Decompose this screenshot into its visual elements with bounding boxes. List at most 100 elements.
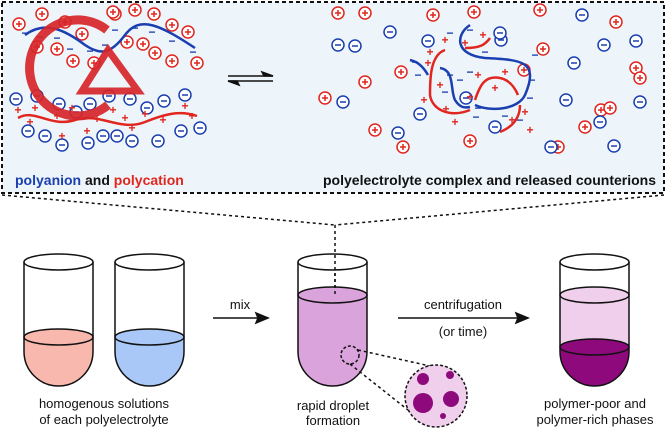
anion-counterion-icon [413, 107, 427, 121]
right-caption: polyelectrolyte complex and released cou… [323, 172, 656, 188]
cation-counterion-icon [50, 42, 64, 56]
negative-charge: − [441, 85, 448, 99]
positive-charge: + [474, 68, 481, 82]
cation-counterion-icon [368, 123, 382, 137]
cation-counterion-icon [165, 18, 179, 32]
positive-charge: + [521, 105, 528, 119]
anion-counterion-icon [421, 34, 435, 48]
positive-charge: + [442, 102, 449, 116]
positive-charge: + [466, 90, 473, 104]
positive-charge: + [109, 103, 116, 117]
cation-counterion-icon [165, 54, 179, 68]
centrifugation-arrow [398, 311, 530, 325]
negative-charge: − [148, 25, 155, 39]
positive-charge: + [420, 93, 427, 107]
positive-charge: + [526, 123, 533, 137]
anion-counterion-icon [629, 34, 643, 48]
positive-charge: + [426, 45, 433, 59]
positive-charge: + [26, 115, 33, 129]
centrifugation-label: centrifugation [424, 297, 502, 312]
time-label: (or time) [439, 324, 487, 339]
positive-charge: + [68, 101, 75, 115]
cation-counterion-icon [181, 25, 195, 39]
positive-charge: + [501, 65, 508, 79]
positive-charge: + [441, 33, 448, 47]
left-caption: polyanion and polycation [15, 172, 184, 188]
anion-counterion-icon [38, 129, 52, 143]
anion-counterion-icon [193, 121, 207, 135]
positive-charge: + [508, 113, 515, 127]
negative-charge: − [53, 31, 60, 45]
anion-counterion-icon [174, 124, 188, 138]
phases-caption-line1: polymer-poor and [544, 396, 646, 411]
anion-counterion-icon [55, 138, 69, 152]
anion-counterion-icon [544, 140, 558, 154]
anion-counterion-icon [21, 124, 35, 138]
phase-separated-tube [559, 253, 630, 387]
cation-counterion-icon [147, 7, 161, 21]
cation-counterion-icon [426, 8, 440, 22]
anion-counterion-icon [178, 88, 192, 102]
negative-charge: − [526, 91, 533, 105]
anion-counterion-icon [391, 126, 405, 140]
anion-counterion-icon [9, 92, 23, 106]
anion-counterion-icon [348, 39, 362, 53]
cation-counterion-icon [358, 6, 372, 20]
zoom-connector [1, 194, 665, 297]
positive-charge: + [436, 78, 443, 92]
equilibrium-arrows-icon [227, 70, 274, 87]
negative-charge: − [481, 45, 488, 59]
anion-counterion-icon [123, 92, 137, 106]
negative-charge: − [474, 101, 481, 115]
cation-counterion-icon [609, 15, 623, 29]
negative-charge: − [516, 113, 523, 127]
anion-counterion-icon [157, 94, 171, 108]
anion-counterion-icon [125, 134, 139, 148]
positive-charge: + [188, 109, 195, 123]
negative-charge: − [414, 68, 421, 82]
anion-counterion-icon [633, 95, 647, 109]
negative-charge: − [21, 26, 28, 40]
positive-charge: + [424, 56, 431, 70]
cation-counterion-icon [633, 71, 647, 85]
positive-charge: + [14, 103, 21, 117]
anion-counterion-icon [110, 129, 124, 143]
negative-charge: − [111, 23, 118, 37]
positive-charge: + [141, 107, 148, 121]
negative-charge: − [101, 38, 108, 52]
negative-charge: − [131, 21, 138, 35]
anion-counterion-icon [83, 97, 97, 111]
negative-charge: − [456, 73, 463, 87]
cation-counterion-icon [136, 37, 150, 51]
cation-counterion-icon [106, 5, 120, 19]
negative-charge: − [531, 48, 538, 62]
positive-charge: + [491, 81, 498, 95]
cation-counterion-icon [394, 65, 408, 79]
positive-charge: + [31, 101, 38, 115]
cation-counterion-icon [12, 17, 26, 31]
anion-counterion-icon [593, 115, 607, 129]
anion-counterion-icon [81, 136, 95, 150]
anion-counterion-icon [488, 120, 502, 134]
negative-charge: − [472, 110, 479, 124]
cation-counterion-icon [75, 27, 89, 41]
cation-counterion-icon [603, 101, 617, 115]
cation-counterion-icon [358, 75, 372, 89]
cation-counterion-icon [148, 46, 162, 60]
negative-charge: − [466, 23, 473, 37]
negative-charge: − [168, 34, 175, 48]
positive-charge: + [451, 115, 458, 129]
negative-charge: − [528, 73, 535, 87]
positive-charge: + [83, 124, 90, 138]
positive-charge: + [461, 36, 468, 50]
anion-counterion-icon [567, 56, 581, 70]
red-logo-icon [25, 15, 145, 121]
positive-charge: + [159, 113, 166, 127]
cation-counterion-icon [578, 120, 592, 134]
anion-counterion-icon [575, 8, 589, 22]
anion-counterion-icon [459, 91, 473, 105]
cation-counterion-icon [467, 5, 481, 19]
anion-counterion-icon [383, 25, 397, 39]
anion-counterion-icon [140, 101, 154, 115]
polyanion-solution-tube [114, 253, 185, 387]
